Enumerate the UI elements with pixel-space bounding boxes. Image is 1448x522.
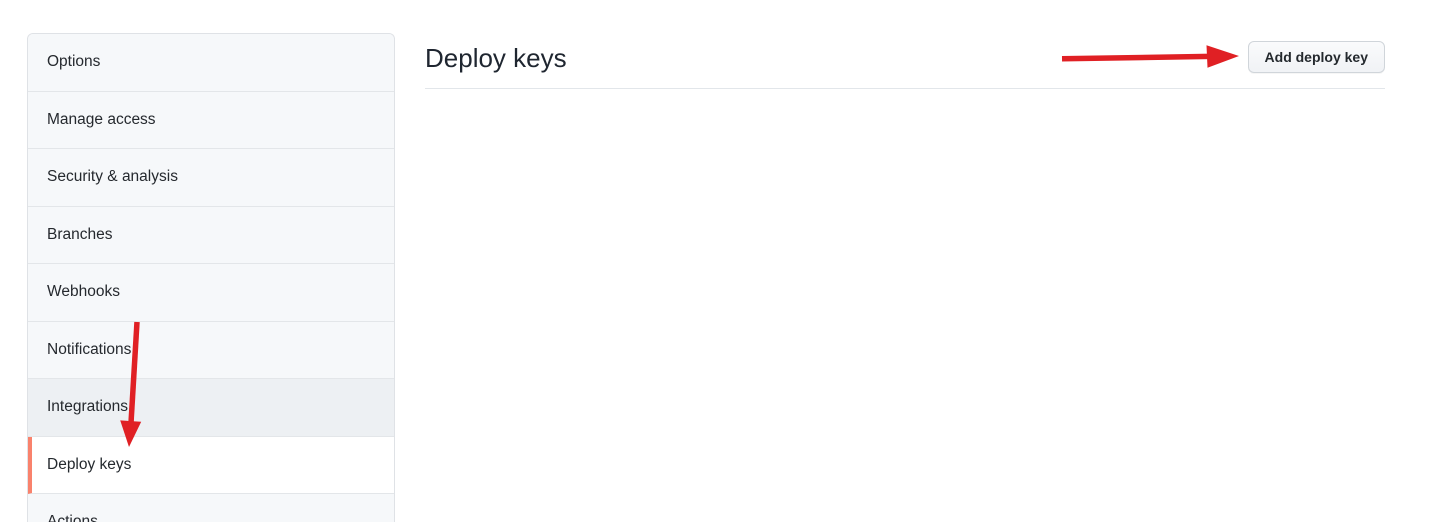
sidebar-item-actions[interactable]: Actions bbox=[28, 494, 394, 522]
sidebar-item-branches[interactable]: Branches bbox=[28, 206, 394, 264]
page-title: Deploy keys bbox=[425, 43, 567, 73]
sidebar-item-integrations[interactable]: Integrations bbox=[28, 379, 394, 437]
sidebar-item-label: Notifications bbox=[47, 340, 132, 358]
settings-sidebar: Options Manage access Security & analysi… bbox=[27, 33, 395, 522]
sidebar-item-label: Integrations bbox=[47, 398, 128, 416]
sidebar-item-label: Options bbox=[47, 53, 101, 71]
sidebar-item-deploy-keys[interactable]: Deploy keys bbox=[28, 436, 394, 494]
sidebar-item-options[interactable]: Options bbox=[28, 34, 394, 92]
sidebar-item-label: Branches bbox=[47, 225, 113, 243]
sidebar-item-label: Security & analysis bbox=[47, 168, 178, 186]
sidebar-item-security-analysis[interactable]: Security & analysis bbox=[28, 149, 394, 207]
sidebar-item-label: Deploy keys bbox=[47, 455, 132, 473]
deploy-keys-header: Deploy keys Add deploy key bbox=[425, 40, 1385, 89]
sidebar-item-webhooks[interactable]: Webhooks bbox=[28, 264, 394, 322]
sidebar-item-label: Actions bbox=[47, 513, 98, 522]
add-deploy-key-button[interactable]: Add deploy key bbox=[1247, 41, 1385, 73]
sidebar-item-manage-access[interactable]: Manage access bbox=[28, 91, 394, 149]
sidebar-item-notifications[interactable]: Notifications bbox=[28, 321, 394, 379]
sidebar-item-label: Webhooks bbox=[47, 283, 120, 301]
sidebar-item-label: Manage access bbox=[47, 110, 156, 128]
